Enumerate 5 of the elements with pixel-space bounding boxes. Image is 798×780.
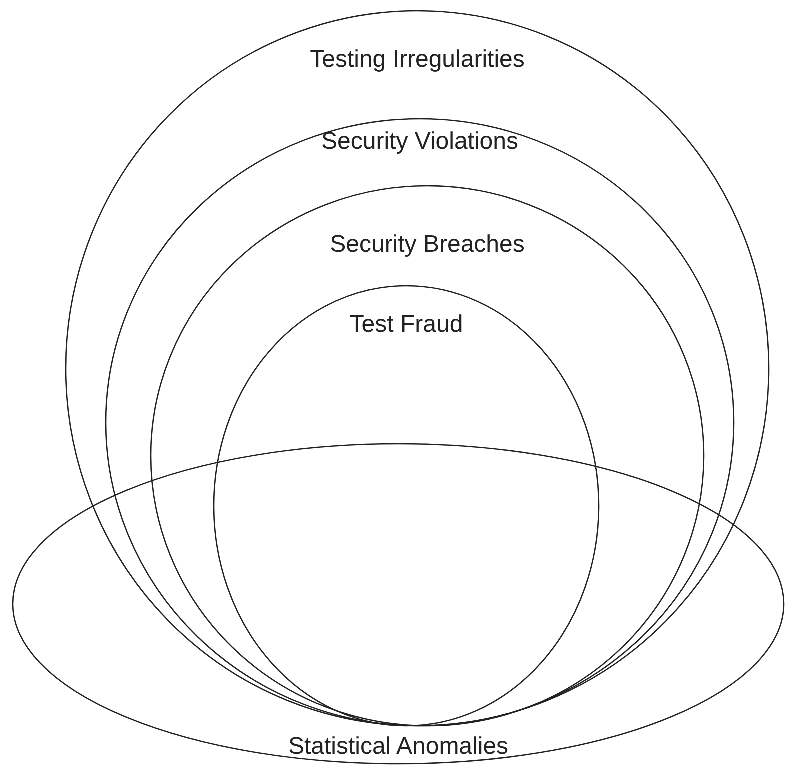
set-label: Statistical Anomalies [288, 733, 509, 760]
set-label: Security Breaches [330, 231, 525, 258]
set-label: Security Violations [322, 128, 518, 155]
set-label: Testing Irregularities [310, 46, 525, 73]
set-label: Test Fraud [350, 311, 464, 338]
